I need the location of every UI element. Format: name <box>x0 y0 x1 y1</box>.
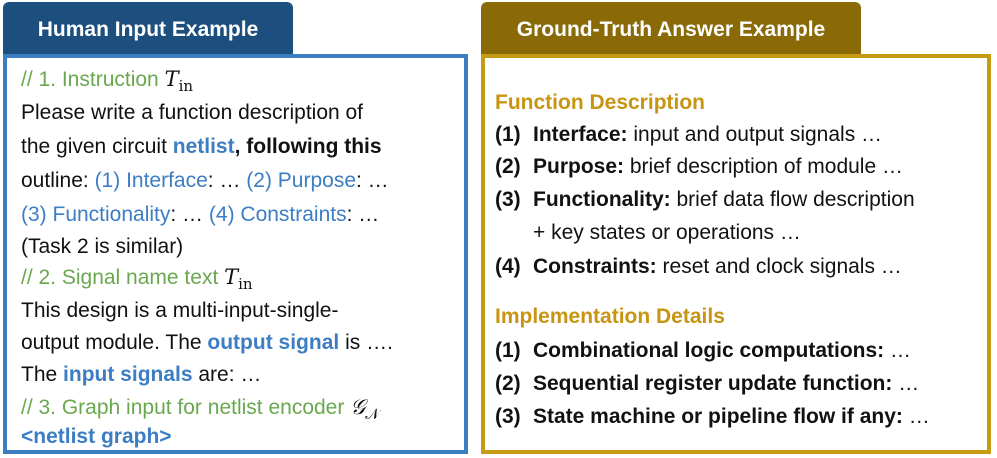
func-item-3-continued: + key states or operations … <box>533 221 801 244</box>
func-item-4: (4)Constraints: reset and clock signals … <box>495 255 902 278</box>
functionality-keyword: (3) Functionality <box>21 203 171 226</box>
instruction-line-1: Please write a function description of <box>21 101 364 124</box>
impl-item-3: (3)State machine or pipeline flow if any… <box>495 405 930 428</box>
interface-keyword: (1) Interface <box>94 169 208 192</box>
netlist-graph-placeholder: <netlist graph> <box>21 425 172 448</box>
input-signals-keyword: input signals <box>63 363 193 386</box>
instruction-line-3: outline: (1) Interface: … (2) Purpose: … <box>21 169 389 192</box>
func-item-2: (2)Purpose: brief description of module … <box>495 155 903 178</box>
t-in-symbol-2: Tin <box>224 265 253 294</box>
instruction-comment: // 1. Instruction <box>21 68 165 91</box>
task2-note: (Task 2 is similar) <box>21 235 184 258</box>
instruction-line-4: (3) Functionality: … (4) Constraints: … <box>21 203 380 226</box>
netlist-keyword: netlist <box>172 135 235 158</box>
ground-truth-panel: Function Description (1)Interface: input… <box>481 54 991 454</box>
implementation-details-heading: Implementation Details <box>495 305 725 328</box>
signal-comment-line: // 2. Signal name text Tin <box>21 264 253 297</box>
graph-comment-line: // 3. Graph input for netlist encoder 𝒢𝒩 <box>21 394 380 427</box>
constraints-keyword: (4) Constraints <box>208 203 347 226</box>
signal-line-1: This design is a multi-input-single- <box>21 299 339 322</box>
func-item-1: (1)Interface: input and output signals … <box>495 123 883 146</box>
func-item-3: (3)Functionality: brief data flow descri… <box>495 188 915 211</box>
function-description-heading: Function Description <box>495 91 705 114</box>
graph-comment: // 3. Graph input for netlist encoder <box>21 396 351 419</box>
signal-line-2: output module. The output signal is …. <box>21 331 393 354</box>
human-input-tab: Human Input Example <box>3 2 293 57</box>
signal-line-3: The input signals are: … <box>21 363 262 386</box>
output-signal-keyword: output signal <box>207 331 340 354</box>
signal-comment: // 2. Signal name text <box>21 266 225 289</box>
ground-truth-title: Ground-Truth Answer Example <box>516 17 826 41</box>
human-input-panel: // 1. Instruction Tin Please write a fun… <box>3 54 468 454</box>
t-in-symbol: Tin <box>164 67 194 96</box>
human-input-title: Human Input Example <box>37 17 259 41</box>
instruction-comment-line: // 1. Instruction Tin <box>21 66 193 99</box>
purpose-keyword: (2) Purpose <box>246 169 357 192</box>
ground-truth-tab: Ground-Truth Answer Example <box>481 2 861 57</box>
g-n-symbol: 𝒢𝒩 <box>350 395 380 424</box>
instruction-line-2: the given circuit netlist, following thi… <box>21 135 382 158</box>
impl-item-1: (1)Combinational logic computations: … <box>495 339 912 362</box>
impl-item-2: (2)Sequential register update function: … <box>495 372 920 395</box>
